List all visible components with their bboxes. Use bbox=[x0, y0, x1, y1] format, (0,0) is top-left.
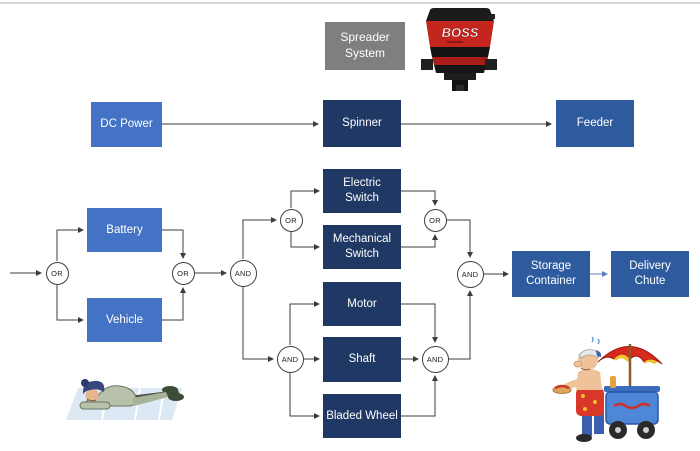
node-battery: Battery bbox=[87, 208, 162, 252]
spreader-system-title-box: Spreader System bbox=[325, 22, 405, 70]
node-mechanical-switch: Mechanical Switch bbox=[323, 225, 401, 269]
salt-vendor-cart-image bbox=[552, 336, 663, 442]
gate-or-power: OR bbox=[171, 261, 195, 285]
node-electric-switch: Electric Switch bbox=[323, 169, 401, 213]
slide-top-border bbox=[0, 2, 700, 4]
node-motor: Motor bbox=[323, 282, 401, 326]
gate-and-main: AND bbox=[229, 259, 257, 287]
svg-text:BOSS: BOSS bbox=[442, 25, 479, 40]
boss-spreader-product-image: BOSS bbox=[421, 8, 497, 91]
node-bladed-wheel: Bladed Wheel bbox=[323, 394, 401, 438]
slipped-person-image bbox=[66, 379, 184, 421]
gate-and-drive-in: AND bbox=[276, 345, 304, 373]
node-dc-power: DC Power bbox=[91, 102, 162, 147]
node-feeder: Feeder bbox=[556, 100, 634, 147]
gate-or-switch-in: OR bbox=[279, 208, 303, 232]
node-vehicle: Vehicle bbox=[87, 298, 162, 342]
gate-and-drive-out: AND bbox=[421, 345, 449, 373]
node-storage-container: Storage Container bbox=[512, 251, 590, 297]
node-spinner: Spinner bbox=[323, 100, 401, 147]
gate-and-output: AND bbox=[456, 260, 484, 288]
node-shaft: Shaft bbox=[323, 337, 401, 382]
gate-or-switch-out: OR bbox=[423, 208, 447, 232]
gate-or-input: OR bbox=[45, 261, 69, 285]
node-delivery-chute: Delivery Chute bbox=[611, 251, 689, 297]
